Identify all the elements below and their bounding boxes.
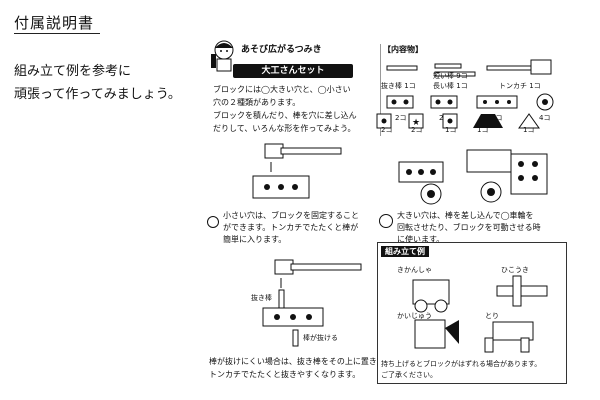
- item-pull-pin: 抜き棒 1コ: [381, 82, 416, 90]
- big-hole-text-2: 回転させたり、ブロックを可動させる時: [397, 223, 541, 232]
- examples-panel: [377, 242, 567, 384]
- desc-line-4: だりして、いろんな形を作ってみよう。: [213, 124, 356, 133]
- blocks-row-1-icon: [386, 93, 554, 111]
- example-monster-label: かいじゅう: [397, 312, 432, 320]
- big-hole-icon: [379, 214, 393, 228]
- contents-label: 【内容物】: [383, 45, 423, 54]
- small-hole-icon: [207, 216, 219, 228]
- remove-text-1: 棒が抜けにくい場合は、抜き棒をその上に置き: [209, 357, 377, 366]
- qty-cube-1: 2コ: [381, 126, 393, 134]
- small-hole-text-2: ができます。トンカチでたたくと棒が: [223, 223, 359, 232]
- qty-cube-3: 1コ: [445, 126, 457, 134]
- small-hole-text-3: 簡単に入ります。: [223, 235, 287, 244]
- carpenter-mascot-icon: [211, 40, 234, 72]
- small-hole-text-1: 小さい穴は、ブロックを固定すること: [223, 211, 359, 220]
- examples-title: 組み立て例: [381, 246, 429, 257]
- qty-wheel: 4コ: [539, 114, 551, 122]
- item-hammer: トンカチ 1コ: [499, 82, 541, 90]
- title-underline: [14, 33, 100, 34]
- examples-illustration: [412, 275, 548, 353]
- title-banner: 大工さんセット: [233, 64, 353, 78]
- title-small: あそび広がるつみき: [241, 45, 322, 55]
- item-short-stick: 短い棒 9コ: [433, 72, 468, 80]
- svg-text:★: ★: [412, 118, 420, 128]
- examples-note-2: ご了承ください。: [381, 371, 437, 379]
- big-hole-text-3: に使います。: [397, 235, 445, 244]
- blocks-row-2-icon: ★: [376, 113, 540, 129]
- item-long-stick: 長い棒 1コ: [433, 82, 468, 90]
- wheel-block-illustration: [398, 149, 548, 205]
- example-locomotive-label: きかんしゃ: [397, 266, 432, 274]
- label-pin-out: 棒が抜ける: [303, 334, 338, 342]
- desc-line-1: ブロックには◯大きい穴と、◯小さい: [213, 85, 351, 94]
- intro-line-2: 頑張って作ってみましょう。: [14, 87, 181, 102]
- qty-triangle: 1コ: [523, 126, 535, 134]
- big-hole-text-1: 大きい穴は、棒を差し込んで◯車輪を: [397, 211, 534, 220]
- page-title: 付属説明書: [14, 14, 95, 32]
- qty-roof: 1コ: [477, 126, 489, 134]
- example-airplane-label: ひこうき: [501, 266, 529, 274]
- manual-sheet: あそび広がるつみき 大工さんセット ブロックには◯大きい穴と、◯小さい 穴の２種…: [205, 28, 577, 396]
- intro-text: 組み立て例を参考に 頑張って作ってみましょう。: [14, 60, 204, 106]
- examples-note-1: 持ち上げるとブロックがはずれる場合があります。: [381, 360, 542, 368]
- hammer-block-illustration: [252, 143, 342, 199]
- qty-cube-star: 2コ: [411, 126, 423, 134]
- intro-line-1: 組み立て例を参考に: [14, 64, 132, 79]
- desc-line-3: ブロックを積んだり、棒を穴に差し込ん: [213, 111, 357, 120]
- example-bird-label: とり: [485, 312, 499, 320]
- label-pull-pin: 抜き棒: [251, 294, 272, 302]
- desc-line-2: 穴の２種類があります。: [213, 98, 301, 107]
- remove-pin-illustration: [262, 259, 362, 347]
- qty-block-1: 2コ: [395, 114, 407, 122]
- remove-text-2: トンカチでたたくと抜きやすくなります。: [209, 370, 361, 379]
- contents-panel: 【内容物】 抜き棒 1コ 短い棒 9コ 長い棒 1コ トンカチ 1コ 2コ 2コ…: [380, 44, 569, 136]
- sticks-icon: [386, 59, 552, 77]
